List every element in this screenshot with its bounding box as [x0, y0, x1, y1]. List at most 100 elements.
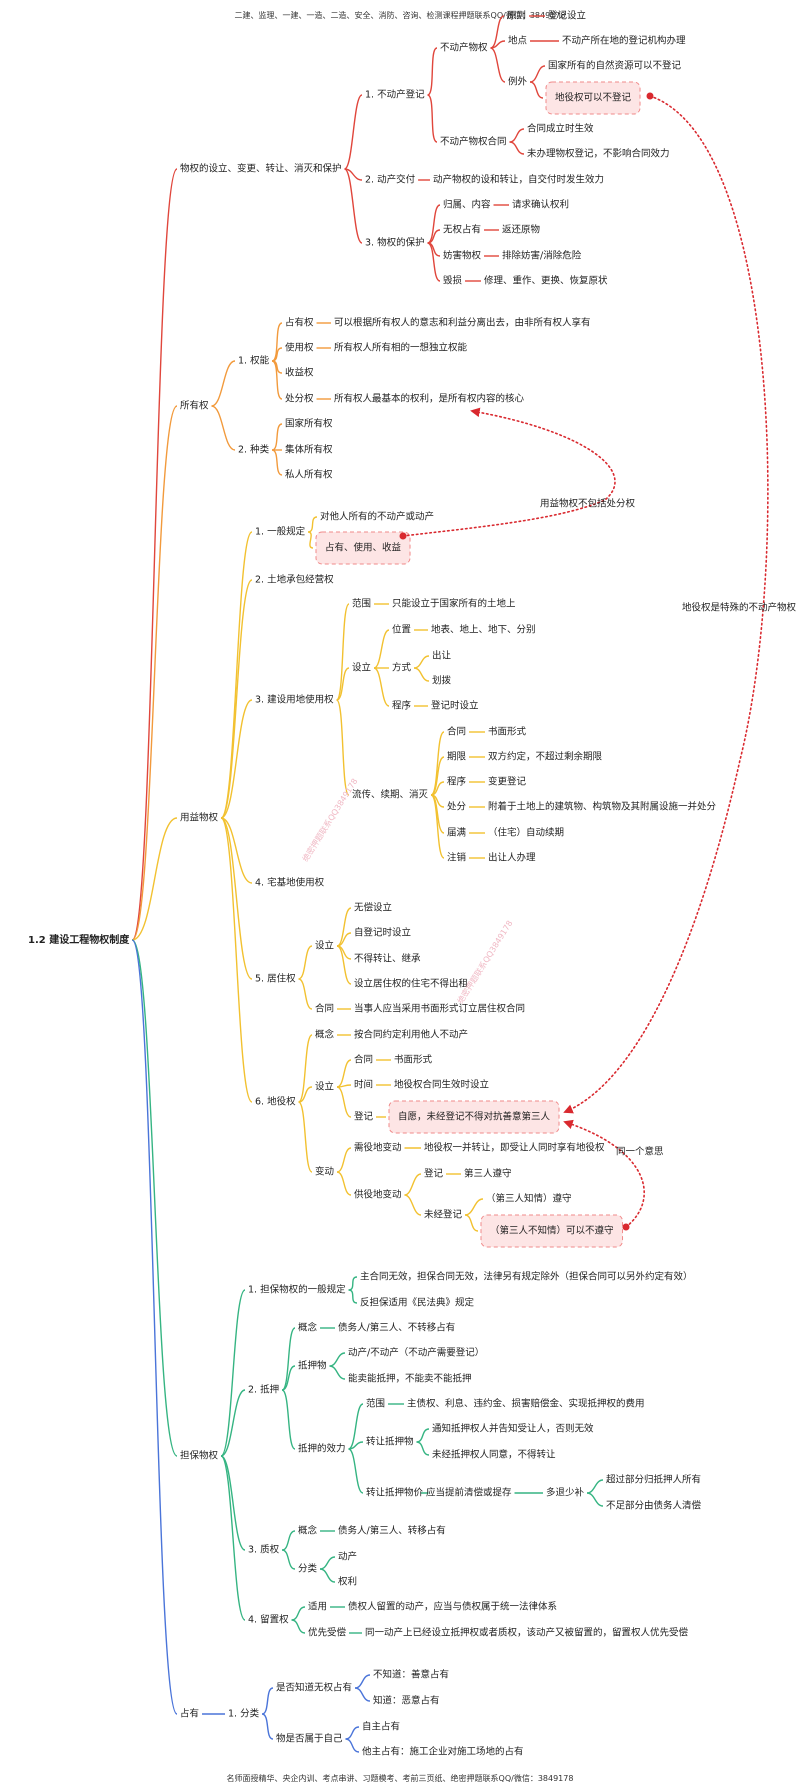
branch-connector: [329, 1352, 346, 1367]
mind-map-node: 设立: [352, 662, 371, 674]
mind-map-node: 权利: [338, 1576, 357, 1588]
mind-map-node: 无偿设立: [354, 902, 392, 914]
mind-map-node: 他主占有：施工企业对施工场地的占有: [362, 1746, 524, 1758]
branch-connector: [426, 47, 438, 96]
branch-connector: [430, 731, 445, 796]
mind-map-node: 按合同约定利用他人不动产: [354, 1029, 468, 1041]
mind-map-node: 设立: [315, 1081, 334, 1093]
mind-map-node: （住宅）自动续期: [488, 827, 564, 839]
branch-connector: [413, 655, 430, 669]
mind-map-node: 国家所有的自然资源可以不登记: [548, 60, 682, 72]
mind-map-node: 登记: [424, 1168, 444, 1180]
mind-map-node: 合同: [315, 1003, 334, 1015]
mind-map-node: 私人所有权: [285, 469, 333, 481]
mind-map-node: 登记时设立: [431, 700, 479, 712]
callout-node: 地役权可以不登记: [555, 92, 632, 104]
mind-map-node: 知道：恶意占有: [373, 1695, 440, 1707]
mind-map-node: 对他人所有的不动产或动产: [320, 511, 434, 523]
branch-connector: [131, 405, 178, 941]
mind-map-node: 收益权: [285, 367, 314, 379]
branch-connector: [271, 449, 283, 476]
mind-map-node: 6. 地役权: [255, 1096, 296, 1108]
mind-map-node: 当事人应当采用书面形式订立居住权合同: [354, 1003, 525, 1015]
branch-connector: [298, 978, 313, 1010]
branch-connector: [427, 242, 441, 282]
mind-map-node: 概念: [298, 1525, 318, 1537]
branch-connector: [307, 531, 314, 549]
branch-connector: [220, 1289, 246, 1457]
branch-connector: [336, 1059, 352, 1088]
mind-map-node: 第三人遵守: [464, 1168, 512, 1180]
branch-connector: [329, 1365, 346, 1380]
branch-connector: [335, 603, 350, 701]
branch-connector: [336, 667, 350, 701]
mind-map-node: 注销: [447, 852, 467, 864]
branch-connector: [336, 1086, 352, 1118]
mind-map-node: 1. 不动产登记: [365, 89, 425, 101]
mind-map-edges: [131, 15, 604, 1753]
mind-map-node: 2. 土地承包经营权: [255, 574, 334, 586]
branch-connector: [220, 817, 253, 1103]
branch-connector: [343, 168, 363, 244]
branch-connector: [261, 1713, 274, 1740]
mind-map-node: 地役权合同生效时设立: [394, 1079, 489, 1091]
branch-connector: [348, 1276, 358, 1291]
branch-connector: [220, 579, 253, 819]
branch-connector: [131, 168, 178, 941]
branch-connector: [131, 939, 178, 1715]
mind-map-node: 主合同无效，担保合同无效，法律另有规定除外（担保合同可以另外约定有效）: [360, 1271, 693, 1283]
branch-connector: [220, 531, 253, 819]
mind-map-node: 3. 质权: [248, 1544, 280, 1556]
callout-box: [545, 81, 641, 115]
same-meaning-link: [563, 1119, 645, 1228]
branch-connector: [529, 81, 544, 99]
mind-map-node: 主债权、利息、违约金、损害赔偿金、实现抵押权的费用: [407, 1398, 645, 1410]
branch-connector: [348, 1448, 364, 1494]
mind-map-node: 流传、续期、消灭: [352, 789, 429, 801]
callout-node: 自愿，未经登记不得对抗善意第三人: [398, 1111, 551, 1123]
mind-map-node: 例外: [508, 76, 528, 88]
branch-connector: [271, 360, 283, 400]
mind-map-node: 合同: [447, 726, 466, 738]
mind-map-node: 附着于土地上的建筑物、构筑物及其附属设施一并处分: [488, 801, 717, 813]
branch-connector: [416, 1428, 430, 1443]
mind-map-node: 3. 建设用地使用权: [255, 694, 334, 706]
mind-map-node: 妨害物权: [443, 250, 482, 262]
link-anchor-dot: [646, 92, 654, 100]
mind-map-node: 超过部分归抵押人所有: [606, 1474, 701, 1486]
mind-map-node: 未办理物权登记，不影响合同效力: [527, 148, 670, 160]
mind-map-node: 抵押的效力: [298, 1443, 346, 1455]
callout-node: 占有、使用、收益: [325, 542, 402, 554]
branch-connector: [298, 1086, 313, 1103]
branch-connector: [490, 15, 505, 49]
mind-map-node: 范围: [366, 1398, 385, 1410]
branch-connector: [586, 1479, 604, 1494]
header-bottom: 名师面授精华、央企内训、考点串讲、习题模考、考前三页纸、绝密押题联系QQ/微信：…: [226, 1774, 574, 1783]
mind-map-node: 担保物权: [180, 1450, 219, 1462]
mind-map-node: 5. 居住权: [255, 973, 296, 985]
branch-connector: [281, 1365, 296, 1391]
mind-map-node: 未经抵押权人同意，不得转让: [432, 1449, 556, 1461]
branch-connector: [281, 1530, 296, 1551]
branch-connector: [131, 817, 178, 941]
branch-connector: [348, 1441, 364, 1450]
mind-map-node: 应当提前清偿或提存: [426, 1487, 512, 1499]
mind-map-node: 自主占有: [362, 1721, 400, 1733]
mind-map-node: 1. 权能: [238, 355, 270, 367]
branch-connector: [297, 1034, 313, 1103]
mind-map-node: 集体所有权: [285, 444, 333, 456]
root-node: 1.2 建设工程物权制度: [28, 933, 130, 946]
mind-map-node: 动产物权的设和转让，自交付时发生效力: [433, 174, 604, 186]
callout-box: [480, 1214, 624, 1248]
mind-map-node: 地表、地上、地下、分别: [431, 624, 536, 636]
mind-map-node: 多退少补: [546, 1487, 585, 1499]
branch-connector: [404, 1194, 422, 1216]
branch-connector: [586, 1492, 604, 1507]
mind-map-node: 只能设立于国家所有的土地上: [392, 598, 516, 610]
branch-connector: [464, 1214, 479, 1232]
link-anchor-dot: [622, 1223, 630, 1231]
branch-connector: [281, 1327, 296, 1391]
branch-connector: [281, 1549, 296, 1570]
mind-map-node: 概念: [298, 1322, 318, 1334]
